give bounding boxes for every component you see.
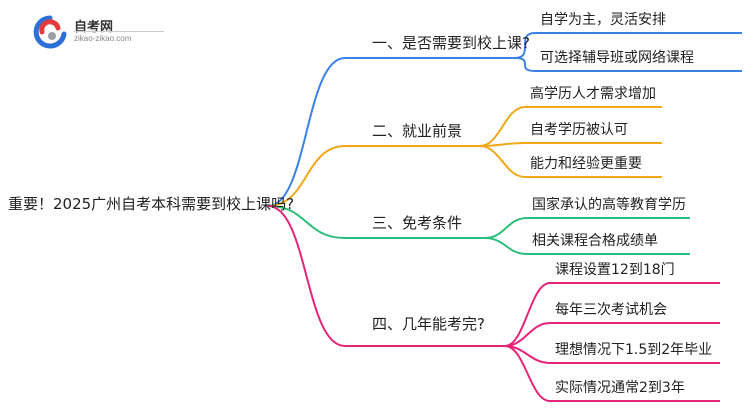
leaf-label: 课程设置12到18门 [555,262,675,278]
leaf-label: 能力和经验更重要 [530,156,642,172]
root-to-branch-connector [267,205,346,239]
branch-to-leaf-connector [484,217,528,239]
leaf-label: 相关课程合格成绩单 [532,233,658,249]
root-to-branch-connector [267,57,346,207]
logo-url: zikao-zikao.com [74,34,132,43]
leaf-label: 国家承认的高等教育学历 [532,197,686,213]
root-topic: 重要！2025广州自考本科需要到校上课吗? [8,195,295,213]
branch-to-leaf-connector [484,237,528,255]
logo-mark-icon [33,15,67,49]
branch-label: 四、几年能考完? [372,315,485,333]
root-to-branch-connector [267,205,346,347]
branch-label: 二、就业前景 [372,122,463,140]
leaf-label: 每年三次考试机会 [555,302,667,318]
logo-divider [74,31,164,32]
branch-to-leaf-connector [504,345,551,402]
branch-to-leaf-connector [514,32,536,59]
leaf-label: 可选择辅导班或网络课程 [540,50,694,66]
branch-to-leaf-connector [514,57,536,72]
root-to-branch-connector [267,145,346,207]
branch-to-leaf-connector [504,282,551,347]
leaf-label: 实际情况通常2到3年 [555,380,685,396]
leaf-label: 自学为主，灵活安排 [540,12,666,28]
site-logo: 自考网 zikao-zikao.com [30,12,180,52]
leaf-label: 自考学历被认可 [530,122,628,138]
branch-label: 三、免考条件 [372,214,463,232]
branch-to-leaf-connector [479,145,526,178]
leaf-label: 理想情况下1.5到2年毕业 [555,342,713,358]
branch-to-leaf-connector [479,106,526,147]
branch-label: 一、是否需要到校上课? [372,34,530,52]
leaf-label: 高学历人才需求增加 [530,86,656,102]
